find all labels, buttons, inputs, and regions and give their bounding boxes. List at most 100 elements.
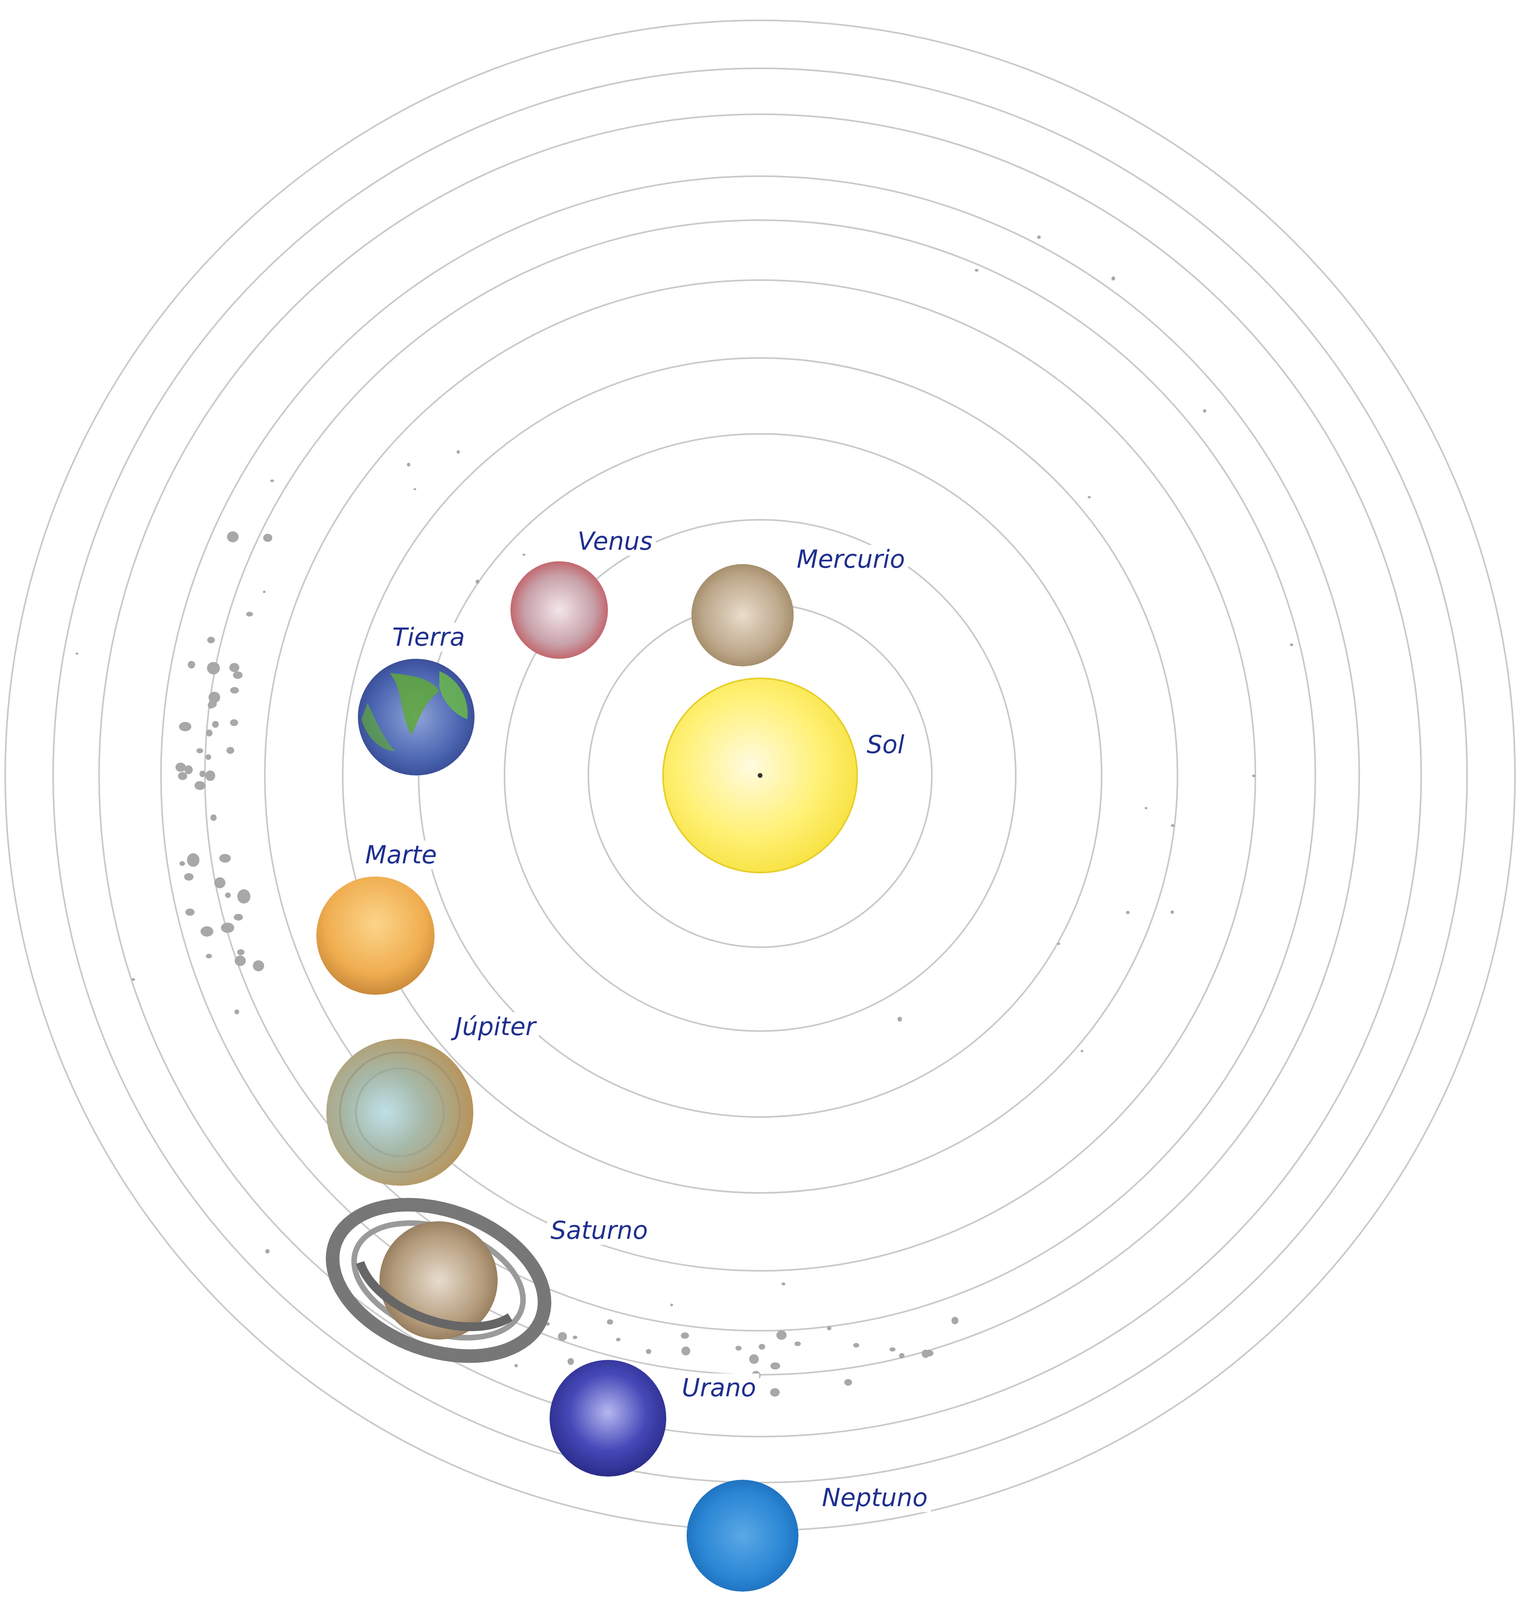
asteroid [178,721,192,731]
asteroid [776,1330,787,1340]
asteroid [826,1325,832,1331]
asteroid [184,873,194,881]
asteroid [196,748,203,754]
earth [357,658,475,776]
planet-name: Tierra [389,622,469,652]
asteroid [1252,774,1256,777]
asteroid [567,1357,574,1365]
asteroid [770,1362,781,1370]
asteroid [230,687,239,694]
planet-name: Venus [574,526,656,556]
asteroid [844,1378,853,1386]
asteroid [899,1352,905,1359]
asteroid [208,691,221,703]
asteroid [242,897,249,902]
asteroid [234,1009,240,1015]
asteroid [270,479,275,483]
asteroid [265,1249,270,1254]
asteroid-belt [75,235,1293,1398]
asteroid [233,913,243,921]
planet-name: Saturno [547,1215,652,1245]
saturn [311,1176,566,1384]
asteroid [232,671,243,679]
asteroid [1125,910,1130,914]
asteroid [252,960,265,972]
asteroid [572,1335,578,1339]
asteroid [615,1337,621,1342]
asteroid [889,1346,896,1352]
asteroid [212,720,219,728]
asteroid [407,462,411,467]
asteroid [758,1343,765,1350]
asteroid [514,1363,519,1367]
asteroid [187,660,196,669]
asteroid [205,953,213,959]
uranus [549,1359,667,1477]
asteroid [1057,942,1061,946]
asteroid [194,780,206,790]
asteroid [1203,409,1207,413]
asteroid [1087,496,1091,499]
asteroid [178,771,188,780]
asteroid [246,611,253,617]
asteroid [207,701,215,709]
mercury [691,563,794,667]
asteroid [229,663,240,673]
asteroid [749,1354,759,1364]
asteroid [226,746,235,755]
asteroid [175,762,186,772]
asteroid [230,718,239,726]
asteroid [1144,806,1148,810]
asteroid [226,531,239,543]
asteroid [186,853,200,867]
asteroid [206,661,220,675]
planet-name: Urano [678,1373,760,1402]
asteroid [853,1342,860,1348]
asteroid [951,1316,959,1325]
asteroid [557,1331,568,1341]
asteroid [131,978,136,981]
asteroid [770,1388,780,1397]
planet-name: Neptuno [818,1483,932,1512]
asteroid [262,590,266,594]
asteroid [1290,643,1294,647]
asteroid [1111,276,1116,281]
asteroid [237,949,245,956]
asteroid [179,861,185,866]
asteroid [1170,910,1174,914]
asteroid [234,955,247,966]
asteroid [456,450,460,454]
asteroid [681,1346,691,1356]
planet-name: Mercurio [793,544,908,574]
asteroid [219,853,231,863]
asteroid [413,488,417,491]
sun [663,678,858,873]
asteroid [794,1341,801,1347]
asteroid [680,1332,690,1339]
asteroid [897,1016,902,1022]
orbit-rings [5,20,1516,1531]
asteroid [781,1282,786,1285]
asteroid [1080,1049,1084,1053]
asteroid [200,926,214,937]
asteroid [645,1348,652,1355]
asteroid [522,553,526,556]
asteroid [214,877,226,889]
mars [316,876,435,995]
asteroid [184,765,193,775]
asteroid [735,1345,742,1351]
asteroid [921,1349,930,1358]
jupiter [326,1038,474,1186]
asteroid [199,770,206,777]
asteroid [205,770,216,781]
sun-center-dot [757,772,763,778]
asteroid [606,1318,614,1325]
asteroid [207,636,215,644]
asteroid [224,892,231,898]
planet-name: Júpiter [451,1012,539,1041]
asteroid [210,814,217,821]
planet-name: Sol [863,730,908,759]
asteroid [475,579,480,584]
asteroid [237,889,251,904]
